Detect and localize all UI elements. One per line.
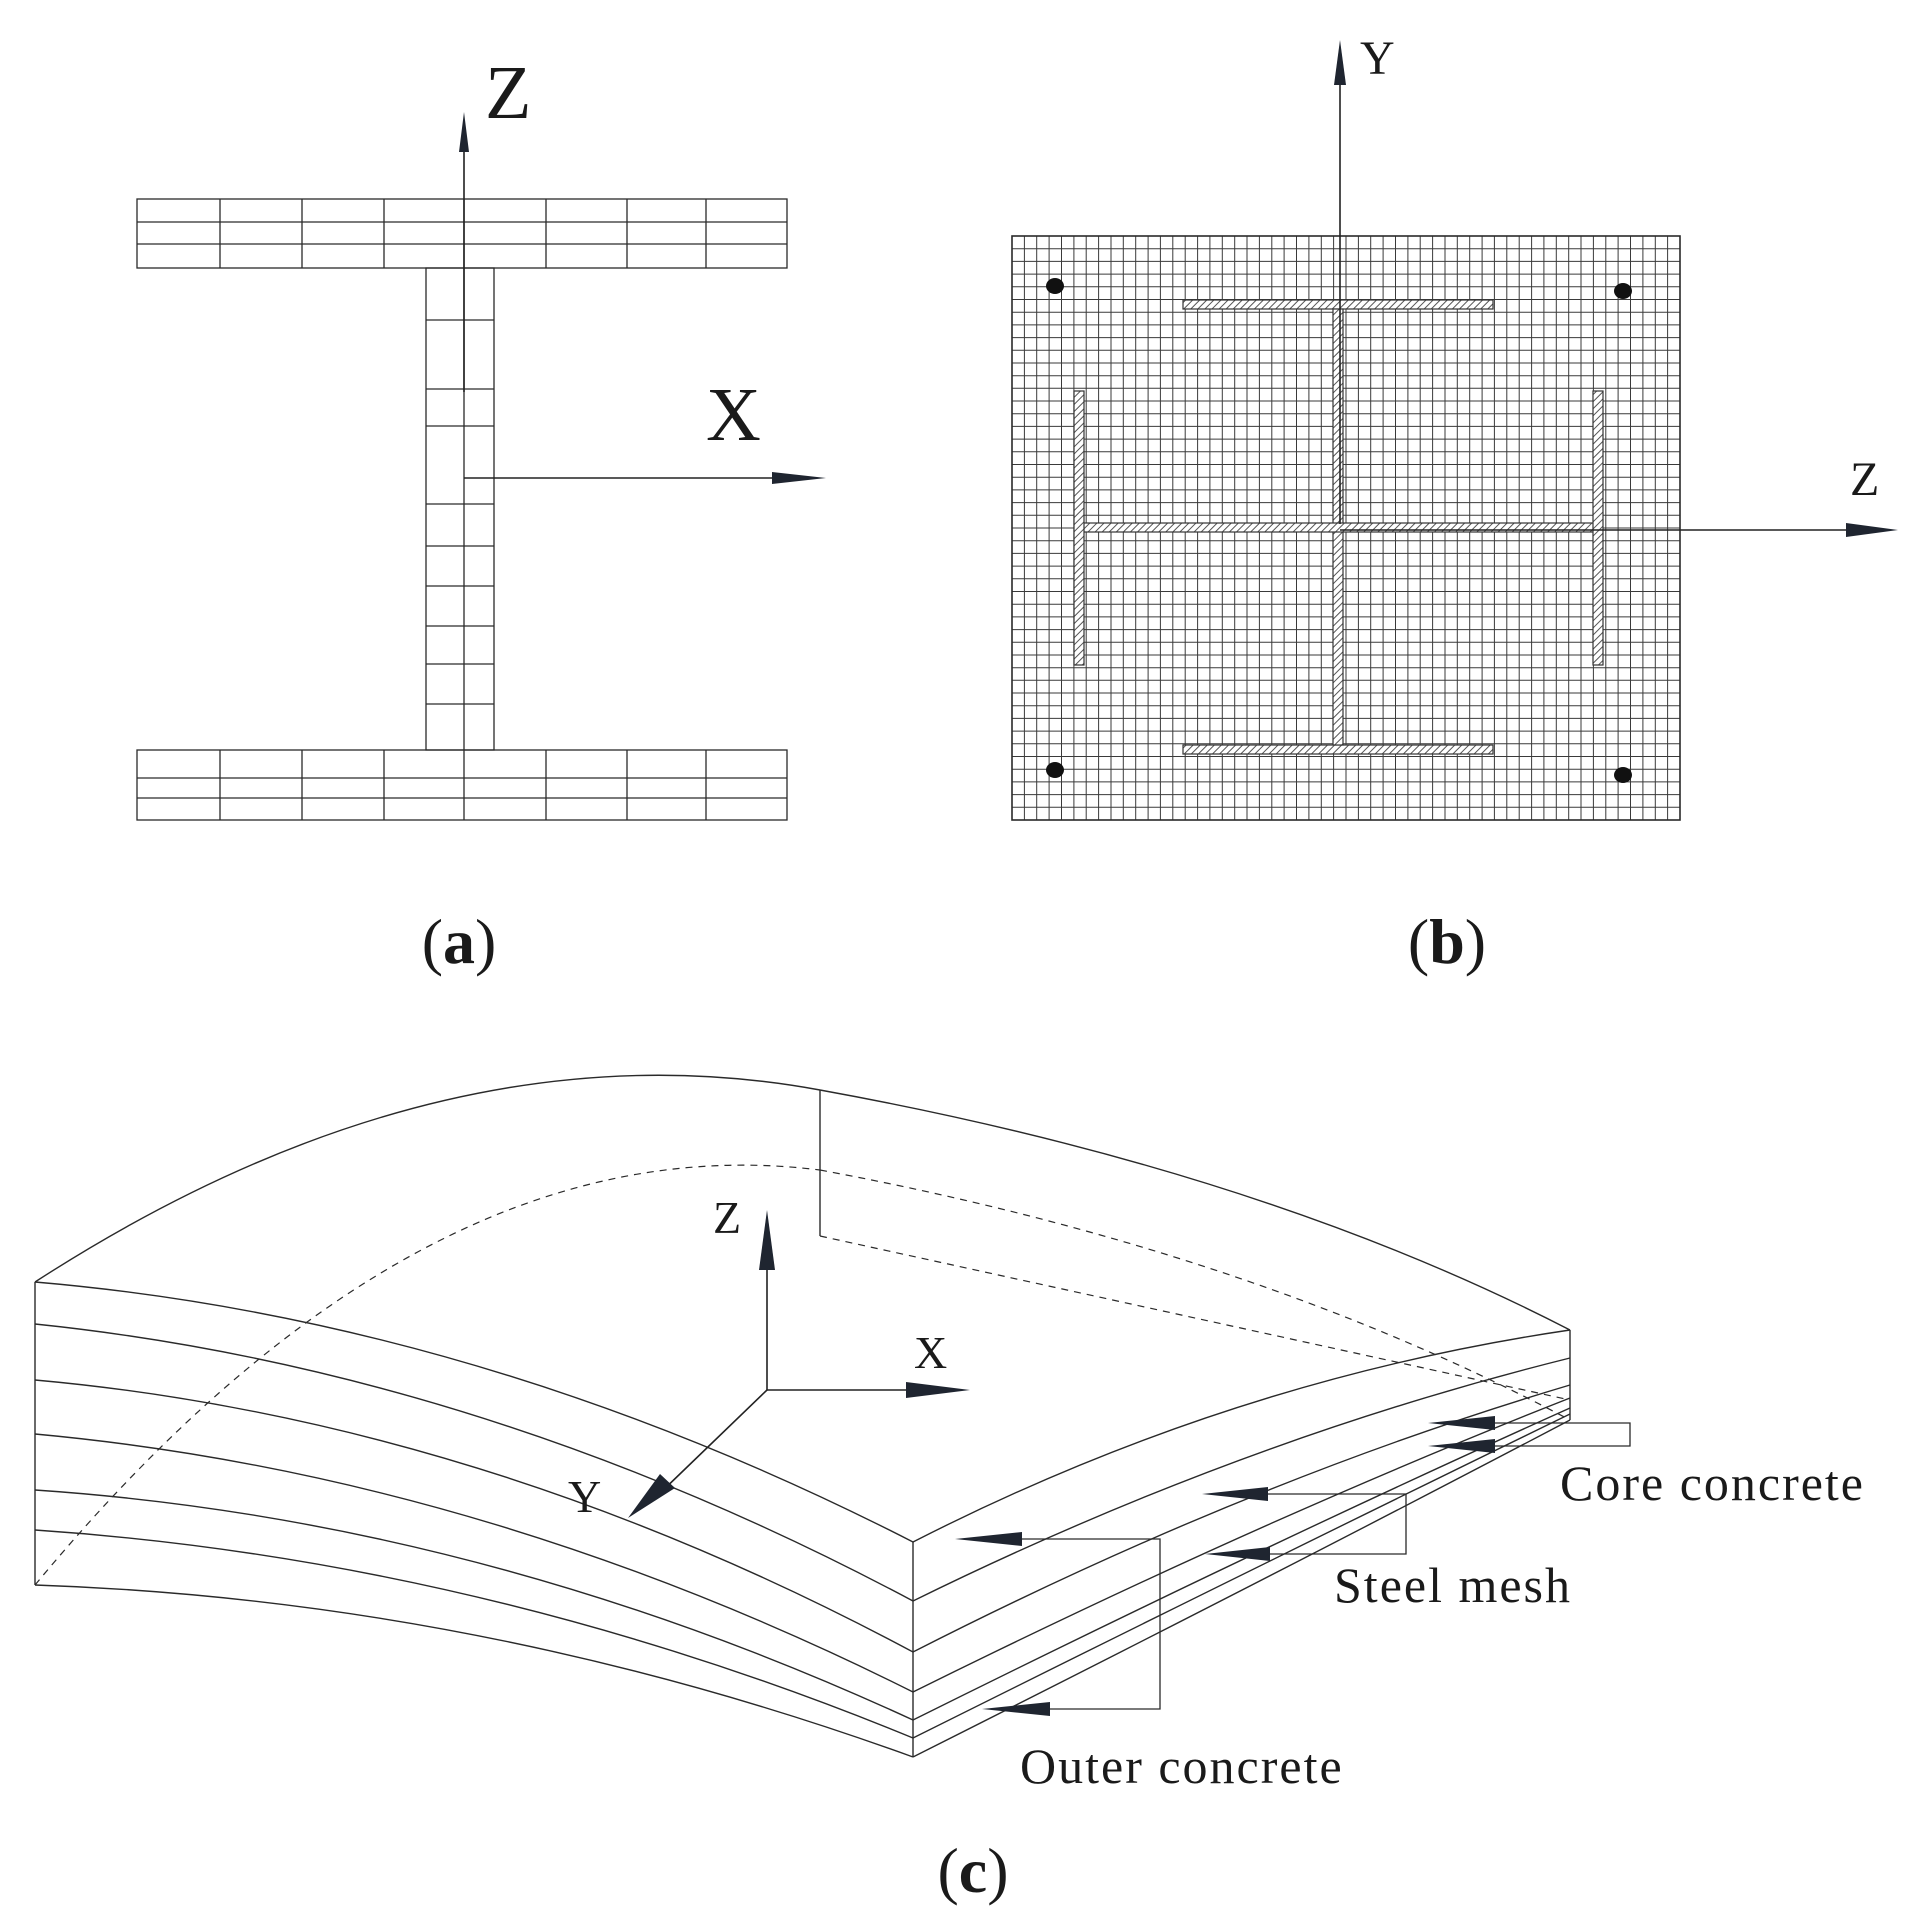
rebar-bottom-left <box>1046 762 1064 778</box>
core-concrete-arrow-upper <box>1428 1416 1495 1430</box>
steel-bottom-flange <box>1182 744 1494 755</box>
steel-top-flange <box>1182 299 1494 310</box>
hidden-right-edge <box>819 1169 1571 1421</box>
z-axis-label-c: Z <box>713 1192 741 1243</box>
left-face-layer-1 <box>34 1281 914 1543</box>
panel-c-layered-shell: Z X Y Core concrete Steel mesh Outer con… <box>34 1074 1865 1906</box>
panel-a-caption-letter: a <box>443 906 475 977</box>
z-axis-arrowhead <box>459 112 469 152</box>
y-axis-arrowhead <box>1334 40 1346 85</box>
i-section-fiber-mesh <box>136 198 788 821</box>
steel-right-flange <box>1592 390 1604 666</box>
right-face-layer-7 <box>912 1419 1571 1758</box>
y-axis-label-c: Y <box>568 1471 601 1522</box>
steel-cross-section <box>1073 299 1604 755</box>
longitudinal-rebars <box>1046 278 1632 783</box>
right-face-layer-3 <box>912 1384 1571 1653</box>
outer-concrete-arrow-lower <box>982 1702 1050 1716</box>
right-face-layer-2 <box>912 1357 1571 1602</box>
rebar-bottom-right <box>1614 767 1632 783</box>
panel-b-axes: Y Z <box>1334 32 1898 537</box>
z-axis-arrowhead-b <box>1846 523 1898 537</box>
x-axis-arrowhead-c <box>906 1382 970 1398</box>
panel-a-axes: Z X <box>459 51 826 484</box>
steel-mesh-label: Steel mesh <box>1334 1557 1572 1613</box>
shell-top-right-edge <box>819 1089 1571 1331</box>
left-face-layer-3 <box>34 1379 914 1653</box>
shell-top-left-edge <box>34 1074 821 1283</box>
left-face-layer-7 <box>34 1584 914 1758</box>
outer-concrete-leader-line <box>1018 1538 1161 1710</box>
left-face-layer-2 <box>34 1323 914 1602</box>
x-axis-label: X <box>706 373 761 457</box>
panel-c-caption: (c) <box>937 1835 1008 1906</box>
right-face-layer-1 <box>912 1329 1571 1543</box>
right-face-layer-6 <box>912 1413 1571 1739</box>
callout-steel-mesh-leader <box>1202 1487 1407 1561</box>
outer-concrete-label: Outer concrete <box>1020 1738 1344 1794</box>
callout-core-concrete-leader <box>1428 1416 1631 1453</box>
outer-concrete-arrow-upper <box>955 1532 1022 1546</box>
panel-b-composite-section-mesh: Y Z (b) <box>1011 32 1898 977</box>
left-face-layer-5 <box>34 1489 914 1721</box>
panel-a-caption: (a) <box>422 906 497 977</box>
panel-c-axes: Z X Y <box>568 1192 970 1522</box>
core-concrete-leader-line <box>1490 1422 1631 1447</box>
callout-outer-concrete-leader <box>955 1532 1161 1716</box>
y-axis-label-b: Y <box>1360 32 1395 85</box>
z-axis-arrowhead-c <box>759 1210 775 1270</box>
rebar-top-left <box>1046 278 1064 294</box>
x-axis-label-c: X <box>914 1327 947 1378</box>
hidden-left-edge <box>34 1164 821 1586</box>
panel-c-caption-letter: c <box>959 1835 987 1906</box>
y-axis-line-c <box>654 1389 768 1499</box>
z-axis-label-b: Z <box>1850 453 1879 506</box>
z-axis-label: Z <box>485 51 531 135</box>
steel-mesh-leader-line <box>1265 1493 1407 1555</box>
concrete-section-outline <box>1011 235 1681 821</box>
core-concrete-label: Core concrete <box>1560 1455 1865 1511</box>
panel-b-caption-letter: b <box>1429 906 1465 977</box>
steel-mesh-arrow-upper <box>1202 1487 1268 1501</box>
left-face-layer-6 <box>34 1529 914 1739</box>
web-outline <box>425 267 495 751</box>
steel-left-flange <box>1073 390 1085 666</box>
left-face-layer-4 <box>34 1433 914 1693</box>
hidden-diagonal-edge <box>819 1235 1571 1401</box>
core-concrete-arrow-lower <box>1428 1439 1495 1453</box>
right-face-layer-4 <box>912 1397 1571 1693</box>
bottom-flange-outline <box>136 749 788 821</box>
panel-a-i-section-mesh: Z X (a) <box>136 51 826 977</box>
x-axis-arrowhead <box>772 472 826 484</box>
rebar-top-right <box>1614 283 1632 299</box>
top-flange-outline <box>136 198 788 269</box>
panel-b-caption: (b) <box>1408 906 1486 977</box>
y-axis-arrowhead-c <box>628 1474 675 1518</box>
steel-mesh-arrow-lower <box>1205 1547 1270 1561</box>
